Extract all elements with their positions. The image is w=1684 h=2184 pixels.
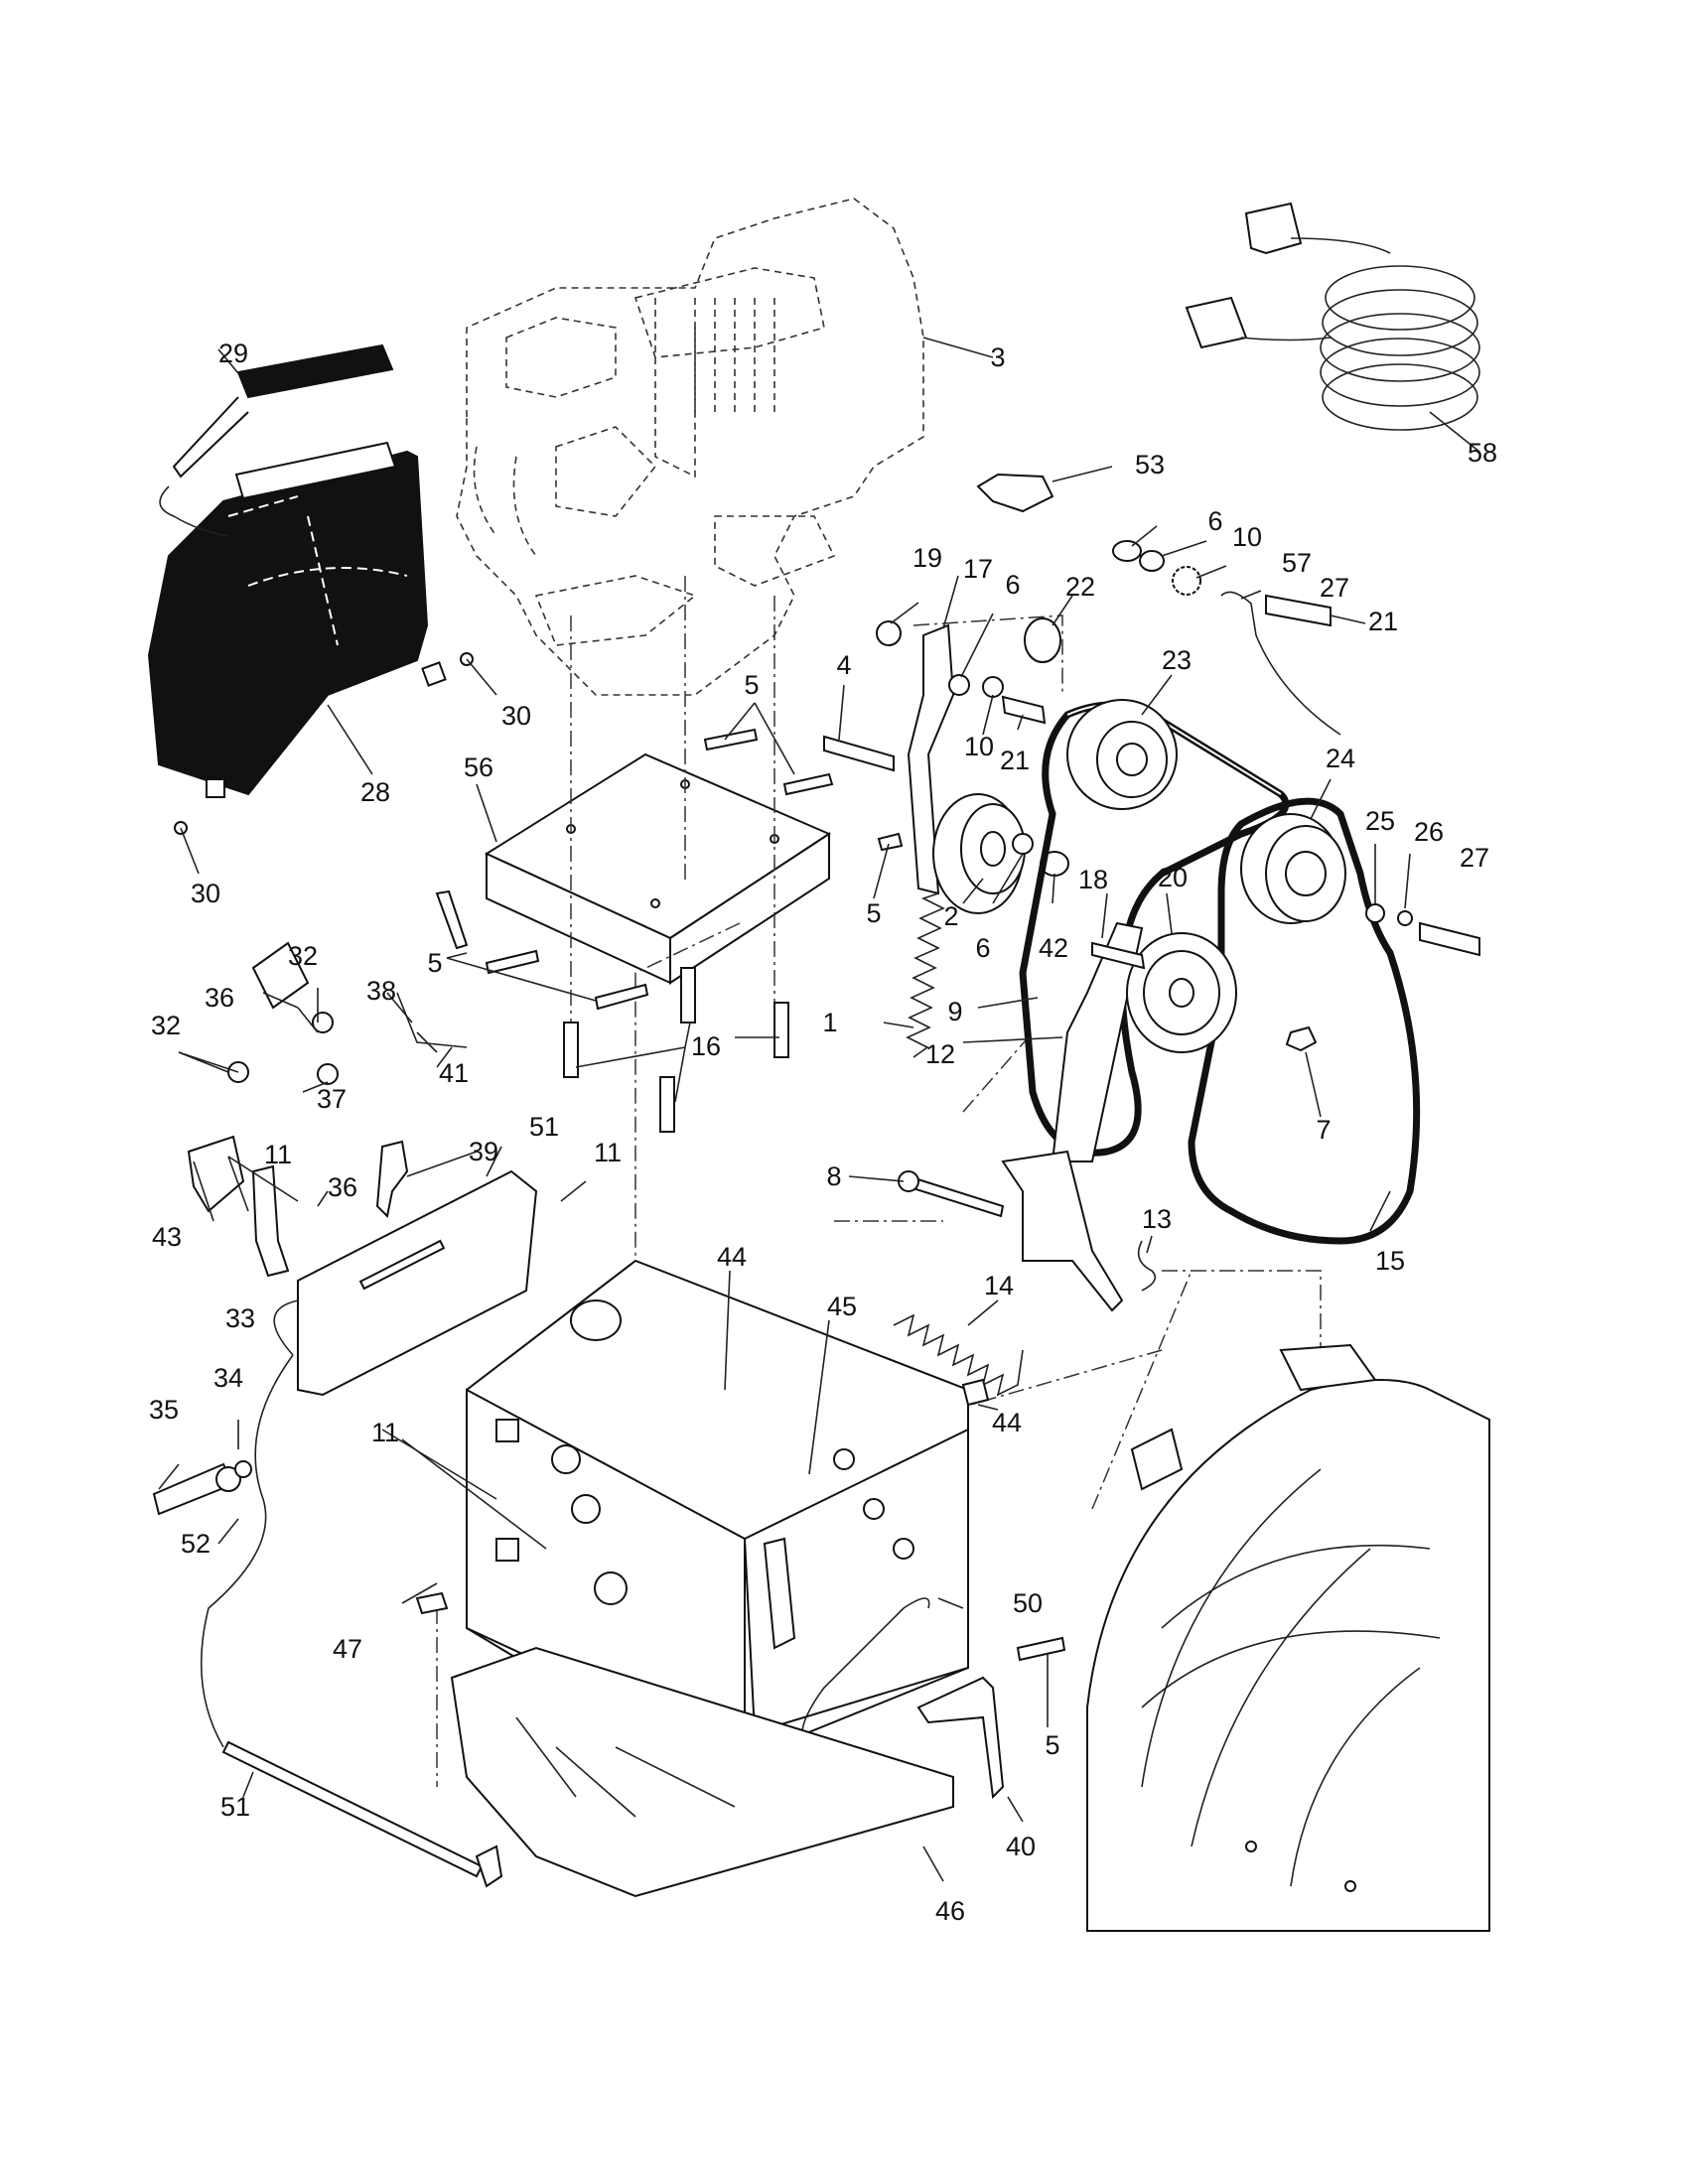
idler-assembly	[823, 575, 1069, 914]
label-39: 39	[469, 1137, 498, 1166]
top-right-hardware	[976, 202, 1480, 736]
chute-crank	[152, 1299, 503, 1888]
leader-3	[922, 337, 994, 358]
label-22: 22	[1065, 572, 1095, 602]
label-52: 52	[181, 1529, 210, 1559]
label-30: 29	[218, 339, 248, 368]
label-42: 42	[1039, 933, 1068, 963]
label-34: 34	[213, 1363, 243, 1393]
leaders	[446, 702, 890, 1103]
label-49: 50	[1013, 1588, 1043, 1618]
label-14: 14	[984, 1271, 1014, 1300]
label-24: 24	[1326, 744, 1355, 773]
label-8: 8	[826, 1161, 841, 1191]
label-10-top: 10	[1232, 522, 1262, 552]
label-5-left: 5	[427, 948, 442, 978]
label-29: 28	[360, 777, 390, 807]
label-5-low: 5	[1045, 1730, 1059, 1760]
label-58: 58	[1468, 438, 1497, 468]
misc-parts	[848, 1150, 1157, 1312]
label-46: 46	[935, 1896, 965, 1926]
label-17: 17	[963, 554, 993, 584]
label-4: 4	[836, 650, 851, 680]
label-9: 9	[947, 997, 962, 1026]
label-16: 16	[691, 1031, 721, 1061]
auger-housing	[1086, 1343, 1490, 1932]
label-5-mid: 5	[866, 898, 881, 928]
label-41: 41	[439, 1058, 469, 1088]
label-11-right: 11	[594, 1138, 622, 1167]
label-2: 2	[943, 901, 958, 931]
label-27: 27	[1460, 843, 1489, 873]
label-12: 12	[925, 1039, 955, 1069]
label-15: 15	[1375, 1246, 1405, 1276]
label-6-mid: 6	[1005, 570, 1020, 600]
shroud	[147, 343, 497, 875]
engine-outline	[456, 198, 994, 696]
label-5-top: 5	[744, 670, 759, 700]
label-6-top: 6	[1207, 506, 1222, 536]
bottom-plate	[450, 1636, 1066, 1898]
label-6-low: 6	[975, 933, 990, 963]
label-1: 1	[822, 1008, 837, 1037]
label-57: 57	[1282, 548, 1312, 578]
label-47: 47	[333, 1634, 362, 1664]
label-10-mid: 10	[964, 732, 994, 761]
label-3: 3	[990, 342, 1005, 372]
control-brackets	[178, 941, 587, 1397]
callout-labels: 3 29 30 30 28 53 58 6 10 57 27 21 19 17 …	[149, 339, 1497, 1926]
label-31-left: 30	[191, 879, 220, 908]
label-19: 19	[912, 543, 942, 573]
label-44-left: 44	[717, 1242, 747, 1272]
label-36-top: 36	[205, 983, 234, 1013]
label-53: 53	[1135, 450, 1165, 479]
label-35: 35	[149, 1395, 179, 1425]
label-36-mid: 36	[328, 1172, 357, 1202]
label-56: 56	[464, 752, 493, 782]
label-26: 26	[1414, 817, 1444, 847]
label-38: 38	[366, 976, 396, 1006]
label-21-right: 21	[1368, 607, 1398, 636]
label-43: 43	[152, 1222, 182, 1252]
label-37: 37	[317, 1084, 347, 1114]
label-11-left: 11	[264, 1140, 292, 1169]
label-33: 33	[225, 1303, 255, 1333]
label-25: 25	[1365, 806, 1395, 836]
label-20: 20	[1158, 863, 1188, 892]
label-32-top: 32	[288, 941, 318, 971]
label-13: 13	[1142, 1204, 1172, 1234]
label-40: 40	[1006, 1832, 1036, 1861]
label-21-mid: 21	[1000, 746, 1030, 775]
label-28: 27	[1320, 573, 1349, 603]
label-44-right: 44	[992, 1408, 1022, 1437]
label-11-low: 11	[371, 1418, 399, 1447]
label-23: 23	[1162, 645, 1192, 675]
label-32-left: 32	[151, 1011, 181, 1040]
belts-and-pulleys	[962, 674, 1480, 1245]
bolts	[435, 728, 904, 1133]
label-45: 45	[827, 1292, 857, 1321]
label-50: 51	[529, 1112, 559, 1142]
label-31-right: 30	[501, 701, 531, 731]
label-51: 51	[220, 1792, 250, 1822]
engine-mounting-plate	[476, 752, 832, 985]
label-7: 7	[1316, 1115, 1331, 1145]
spring-1	[883, 892, 945, 1058]
label-18: 18	[1078, 865, 1108, 894]
